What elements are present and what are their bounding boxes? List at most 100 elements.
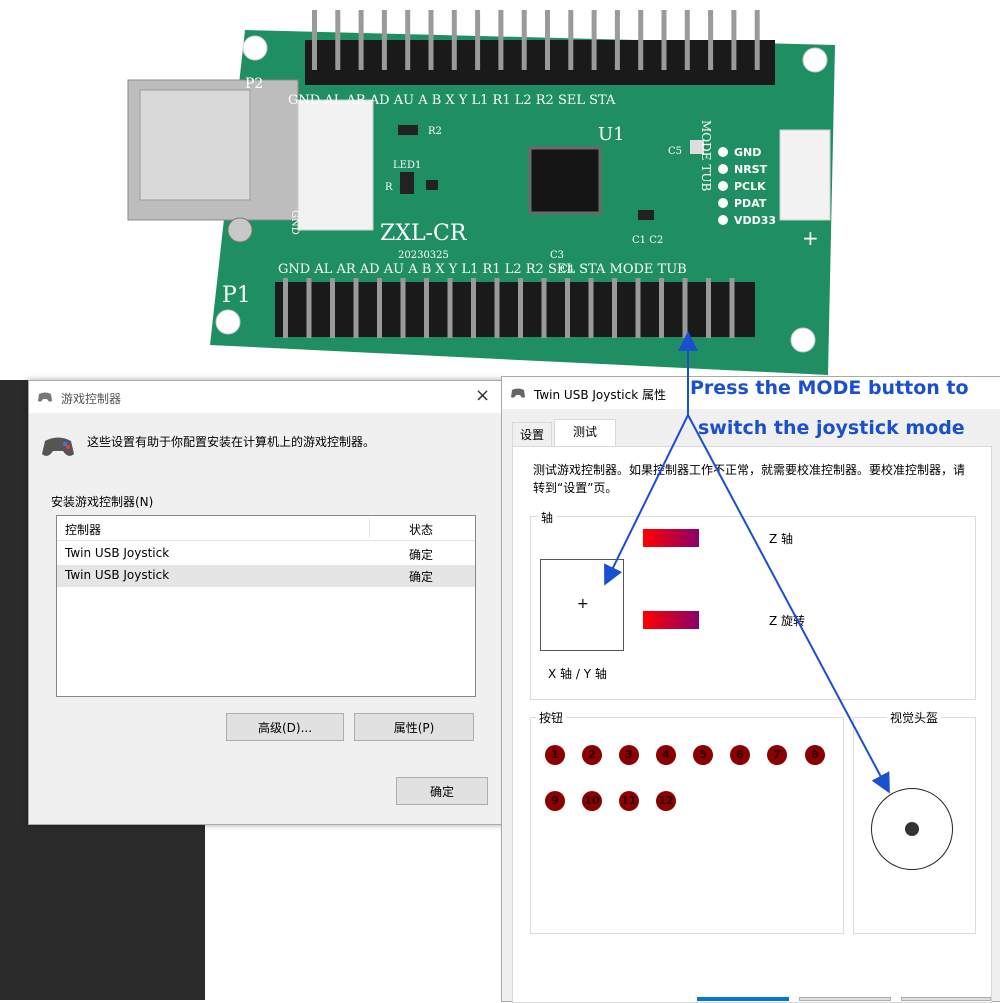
ok-button-edge[interactable] [697,997,789,1001]
advanced-button[interactable]: 高级(D)... [226,713,344,741]
jst-connector-right [779,129,831,221]
silk-top-pins: GND AL AR AD AU A B X Y L1 R1 L2 R2 SEL … [288,93,616,108]
table-row[interactable]: Twin USB Joystick 确定 [57,543,475,565]
joystick-button-7: 7 [767,745,787,765]
column-controller[interactable]: 控制器 [65,523,102,537]
header-pin [377,278,382,338]
silk-chip: U1 [598,124,625,145]
header-pin [471,278,476,338]
buttons-group [530,717,844,934]
silk-c4: C4 [560,264,574,275]
header-pin [638,10,644,70]
annotation-text: Press the MODE button to switch the joys… [690,368,969,448]
header-pin [521,10,527,70]
silk-p2: P2 [245,76,263,92]
silk-led: LED1 [393,160,421,171]
silk-debug-3: PDAT [734,197,767,210]
joystick-button-8: 8 [805,745,825,765]
annotation-line-1: Press the MODE button to [690,377,969,399]
header-pin [283,278,288,338]
z-rotation-bar [643,611,699,629]
joystick-button-4: 4 [656,745,676,765]
silk-debug-4: VDD33 [734,214,776,227]
header-pin [729,278,735,338]
silk-r: R [385,182,393,193]
controller-list[interactable]: 控制器 状态 Twin USB Joystick 确定 Twin USB Joy… [56,515,476,697]
xy-axis-label: X 轴 / Y 轴 [548,667,607,681]
close-button[interactable]: × [475,385,491,406]
header-pin [400,278,406,338]
header-pin [541,278,547,338]
joystick-button-2: 2 [582,745,602,765]
silk-top-right: MODE TUB [699,120,713,191]
usb-screw [227,217,253,243]
silk-c5: C5 [668,146,682,157]
mount-hole [790,327,816,353]
header-pin [565,278,570,338]
silk-debug-0: GND [734,146,761,159]
ok-button[interactable]: 确定 [396,777,488,805]
column-status[interactable]: 状态 [409,523,434,537]
header-pin [684,10,690,70]
header-pin [353,278,359,338]
arrow-to-xy-axis [604,414,689,586]
silk-plus: + [802,226,819,250]
properties-button[interactable]: 属性(P) [354,713,474,741]
axes-label: 轴 [538,509,557,526]
gamepad-icon [42,437,74,456]
header-pin [659,278,664,338]
z-axis-label: Z 轴 [769,532,794,546]
mcu-chip [528,146,602,215]
table-row[interactable]: Twin USB Joystick 确定 [57,565,475,587]
pov-hat-indicator [905,822,919,836]
arrow-to-pov-hat [687,414,890,794]
axes-group [530,516,976,700]
dialog-title-bar: Twin USB Joystick 属性 [502,377,1000,409]
joystick-properties-dialog: Twin USB Joystick 属性 设置 测试 测试游戏控制器。如果控制器… [501,376,1000,1003]
header-pin [568,10,574,70]
joystick-button-11: 11 [619,791,639,811]
mount-hole [215,309,241,335]
dialog-title-bar: 游戏控制器 × [29,381,504,413]
joystick-button-10: 10 [582,791,602,811]
silk-bottom-pins: GND AL AR AD AU A B X Y L1 R1 L2 R2 SEL … [278,262,687,277]
silk-usb-gnd: GND [289,210,300,235]
buttons-label: 按钮 [536,709,567,726]
header-pin [330,278,335,338]
dialog-title: 游戏控制器 [61,392,122,406]
silk-board-name: ZXL-CR [380,221,468,246]
gamepad-icon [38,392,52,402]
header-pin [447,278,453,338]
header-pin [612,278,617,338]
background-white [205,825,505,975]
dialog-title: Twin USB Joystick 属性 [534,388,666,402]
tab-settings[interactable]: 设置 [512,422,552,446]
header-pin [754,10,760,70]
joystick-button-5: 5 [693,745,713,765]
tab-test[interactable]: 测试 [554,419,616,447]
bottom-header-pins [283,278,735,338]
mount-hole [802,47,828,73]
header-pin [451,10,457,70]
header-pin [731,10,737,70]
test-instructions: 测试游戏控制器。如果控制器工作不正常，就需要校准控制器。要校准控制器，请转到“设… [533,463,966,495]
list-header: 控制器 状态 [57,516,475,541]
header-pin [518,278,523,338]
joystick-button-9: 9 [545,791,565,811]
header-pin [358,10,364,70]
test-tab-panel: 测试游戏控制器。如果控制器工作不正常，就需要校准控制器。要校准控制器，请转到“设… [512,446,992,1003]
top-header-pins [312,10,760,70]
joystick-button-6: 6 [730,745,750,765]
row-status: 确定 [409,548,434,562]
pcb-photo: GND AL AR AD AU A B X Y L1 R1 L2 R2 SEL … [0,0,1000,380]
silk-debug-2: PCLK [734,180,766,193]
silk-board-date: 20230325 [398,250,449,261]
jst-connector-left [297,99,374,231]
row-controller-name: Twin USB Joystick [65,546,170,560]
annotation-line-2: switch the joystick mode [698,417,965,439]
dialog-description: 这些设置有助于你配置安装在计算机上的游戏控制器。 [87,435,376,449]
header-pin [335,10,341,70]
installed-controllers-label: 安装游戏控制器(N) [51,495,154,509]
header-pin [588,278,594,338]
